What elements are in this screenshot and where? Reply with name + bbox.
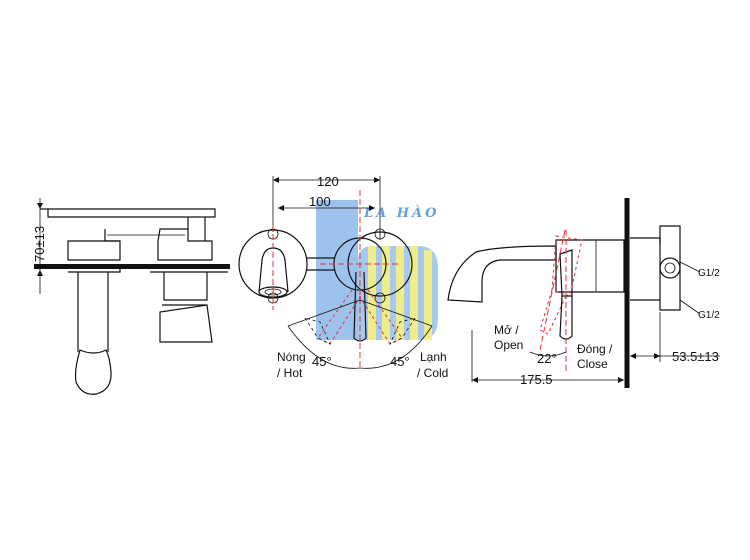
label-thread-top: G1/2	[698, 268, 720, 279]
label-hot-vi: Nóng	[277, 350, 306, 364]
angle-open: 22°	[537, 351, 557, 366]
watermark-text: LA HÀO	[363, 205, 439, 221]
label-close-vi: Đóng /	[577, 342, 613, 356]
label-hot-en: / Hot	[277, 366, 303, 380]
dim-depth-adj: 53.5±13	[672, 349, 719, 364]
dim-depth-total: 175.5	[520, 372, 553, 387]
label-thread-bottom: G1/2	[698, 310, 720, 321]
front-view: 120 100 45° 45° Nó	[238, 174, 448, 380]
side-view: 70±13	[32, 198, 230, 395]
angle-hot: 45°	[312, 354, 332, 369]
label-cold-vi: Lạnh	[420, 350, 447, 364]
dim-height: 70±13	[32, 226, 47, 262]
label-open-en: Open	[494, 338, 523, 352]
dim-width-outer: 120	[317, 174, 339, 189]
section-view: 22° Mở / Open Đóng / Close G1/2 G1/2 175…	[447, 198, 720, 388]
watermark-logo: LA HÀO	[316, 200, 439, 340]
label-open-vi: Mở /	[494, 323, 519, 337]
dim-width-inner: 100	[309, 194, 331, 209]
wall-plate	[34, 264, 230, 269]
label-cold-en: / Cold	[417, 366, 448, 380]
angle-cold: 45°	[390, 354, 410, 369]
label-close-en: Close	[577, 357, 608, 371]
